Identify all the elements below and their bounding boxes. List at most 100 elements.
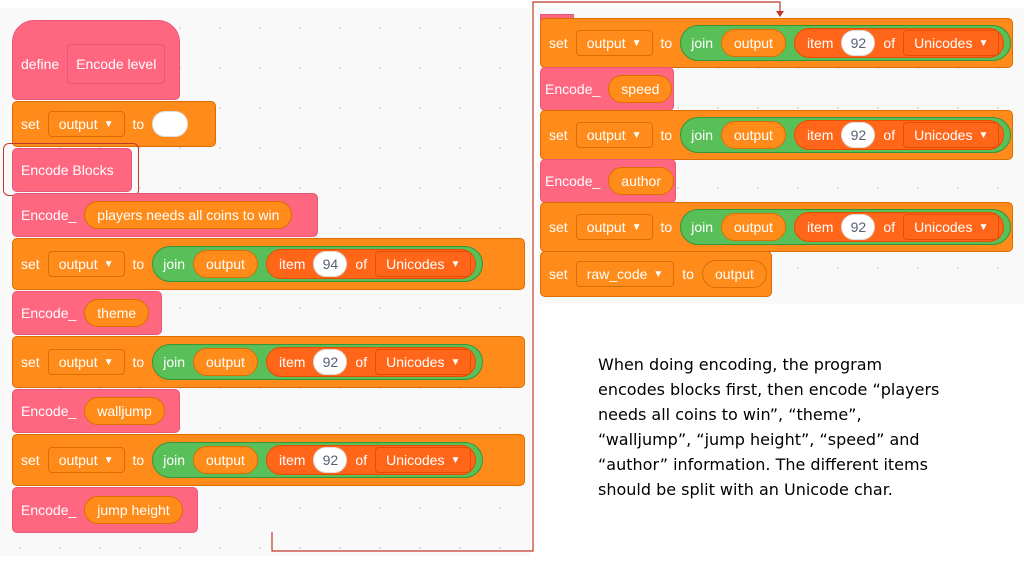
- variable-name: output: [586, 219, 626, 235]
- variable-name: output: [58, 354, 98, 370]
- output-reporter[interactable]: output: [721, 29, 786, 57]
- define-name: Encode level: [67, 44, 166, 84]
- right-encode-call-1[interactable]: Encode_ speed: [540, 67, 674, 111]
- variable-name: output: [586, 127, 626, 143]
- item-keyword: item: [806, 127, 834, 143]
- encode-arg-2[interactable]: theme: [84, 299, 150, 327]
- encode-arg-author[interactable]: author: [608, 167, 674, 195]
- to-keyword: to: [660, 127, 673, 143]
- set-join-block-2[interactable]: set output▼ to join output item 92 of Un…: [12, 336, 525, 388]
- to-keyword: to: [132, 116, 145, 132]
- of-keyword: of: [355, 452, 368, 468]
- item-index-input[interactable]: 92: [841, 30, 876, 56]
- variable-dropdown[interactable]: output▼: [575, 30, 653, 56]
- output-reporter[interactable]: output: [721, 121, 786, 149]
- encode-arg-1[interactable]: players needs all coins to win: [84, 201, 293, 229]
- encode-call-3[interactable]: Encode_ walljump: [12, 389, 180, 433]
- dropdown-caret-icon: ▼: [103, 454, 114, 466]
- encode-call-4[interactable]: Encode_ jump height: [12, 487, 198, 533]
- list-dropdown[interactable]: Unicodes▼: [375, 349, 472, 375]
- list-dropdown[interactable]: Unicodes▼: [375, 251, 472, 277]
- variable-dropdown[interactable]: output▼: [47, 111, 125, 137]
- join-operator[interactable]: join output item 92 of Unicodes▼: [680, 25, 1012, 61]
- right-set-join-block-1[interactable]: set output▼ to join output item 92 of Un…: [540, 18, 1013, 68]
- dropdown-caret-icon: ▼: [450, 454, 461, 466]
- dropdown-caret-icon: ▼: [103, 356, 114, 368]
- right-set-join-block-2[interactable]: set output ▼ to join output item 92 of Un…: [540, 110, 1013, 160]
- highlight-box-encode-blocks: [3, 143, 139, 196]
- set-raw-code-block[interactable]: set raw_code▼ to output: [540, 251, 772, 297]
- join-keyword: join: [691, 35, 714, 51]
- encode-keyword: Encode_: [21, 305, 77, 321]
- note-line: needs all coins to win”, “theme”,: [598, 405, 862, 424]
- variable-dropdown[interactable]: output ▼: [575, 214, 653, 240]
- set-join-block-3[interactable]: set output▼ to join output item 92 of Un…: [12, 434, 525, 486]
- join-operator[interactable]: join output item 92 of Unicodes▼: [680, 117, 1012, 153]
- join-operator[interactable]: join output item 92 of Unicodes▼: [152, 442, 484, 478]
- join-keyword: join: [691, 219, 714, 235]
- item-of-list[interactable]: item 92 of Unicodes▼: [793, 28, 1005, 58]
- dropdown-caret-icon: ▼: [978, 129, 989, 141]
- variable-dropdown[interactable]: output ▼: [575, 122, 653, 148]
- item-of-list[interactable]: item 94 of Unicodes▼: [265, 249, 477, 279]
- dropdown-caret-icon: ▼: [450, 356, 461, 368]
- dropdown-caret-icon: ▼: [653, 268, 664, 280]
- item-index-input[interactable]: 92: [313, 447, 348, 473]
- right-encode-call-2[interactable]: Encode_ author: [540, 159, 676, 203]
- item-keyword: item: [278, 452, 306, 468]
- output-reporter[interactable]: output: [193, 250, 258, 278]
- item-of-list[interactable]: item 92 of Unicodes▼: [265, 445, 477, 475]
- output-reporter[interactable]: output: [701, 260, 767, 288]
- item-index-input[interactable]: 92: [841, 214, 876, 240]
- dropdown-caret-icon: ▼: [631, 37, 642, 49]
- join-operator[interactable]: join output item 92 of Unicodes▼: [680, 209, 1012, 245]
- list-dropdown[interactable]: Unicodes▼: [903, 214, 1000, 240]
- item-of-list[interactable]: item 92 of Unicodes▼: [793, 120, 1005, 150]
- encode-arg-4[interactable]: jump height: [84, 496, 183, 524]
- item-index-input[interactable]: 94: [313, 251, 348, 277]
- encode-call-1[interactable]: Encode_ players needs all coins to win: [12, 193, 318, 237]
- item-of-list[interactable]: item 92 of Unicodes▼: [793, 212, 1005, 242]
- dropdown-caret-icon: ▼: [978, 221, 989, 233]
- explanation-text: When doing encoding, the program encodes…: [598, 352, 978, 502]
- encode-blocks-call[interactable]: Encode Blocks: [12, 148, 132, 192]
- dropdown-caret-icon: ▼: [103, 118, 114, 130]
- note-line: encodes blocks first, then encode “playe…: [598, 380, 940, 399]
- dropdown-caret-icon: ▼: [978, 37, 989, 49]
- item-of-list[interactable]: item 92 of Unicodes▼: [265, 347, 477, 377]
- join-operator[interactable]: join output item 92 of Unicodes▼: [152, 344, 484, 380]
- variable-dropdown[interactable]: raw_code▼: [575, 261, 675, 287]
- to-keyword: to: [682, 266, 694, 282]
- list-name: Unicodes: [914, 35, 973, 51]
- of-keyword: of: [355, 354, 368, 370]
- right-set-join-block-3[interactable]: set output▼ to join output item 92 of Un…: [540, 202, 1013, 252]
- item-index-input[interactable]: 92: [841, 122, 876, 148]
- set-join-block-1[interactable]: set output▼ to join output item 94 of Un…: [12, 238, 525, 290]
- encode-arg-3[interactable]: walljump: [84, 397, 165, 425]
- set-keyword: set: [21, 116, 40, 132]
- dropdown-caret-icon: ▼: [450, 258, 461, 270]
- list-dropdown[interactable]: Unicodes▼: [375, 447, 472, 473]
- variable-dropdown[interactable]: output▼: [47, 447, 125, 473]
- join-operator[interactable]: join output item 94 of Unicodes▼: [152, 246, 484, 282]
- define-block[interactable]: define Encode level: [12, 20, 180, 100]
- empty-value-input[interactable]: [152, 111, 189, 137]
- encode-call-2[interactable]: Encode_ theme: [12, 291, 162, 335]
- item-index-input[interactable]: 92: [313, 349, 348, 375]
- set-keyword: set: [21, 354, 40, 370]
- list-dropdown[interactable]: Unicodes▼: [903, 122, 1000, 148]
- dropdown-caret-icon: ▼: [631, 129, 642, 141]
- variable-dropdown[interactable]: output▼: [47, 251, 125, 277]
- output-reporter[interactable]: output: [721, 213, 786, 241]
- variable-dropdown[interactable]: output ▼: [47, 349, 125, 375]
- set-keyword: set: [549, 127, 568, 143]
- list-dropdown[interactable]: Unicodes ▼: [903, 30, 1000, 56]
- set-keyword: set: [21, 256, 40, 272]
- output-reporter[interactable]: output: [193, 348, 258, 376]
- note-line: “author” information. The different item…: [598, 455, 928, 474]
- dropdown-caret-icon: ▼: [631, 221, 642, 233]
- note-line: should be split with an Unicode char.: [598, 480, 893, 499]
- set-block-1[interactable]: set output▼ to: [12, 101, 216, 147]
- output-reporter[interactable]: output: [193, 446, 258, 474]
- encode-arg-speed[interactable]: speed: [608, 75, 673, 103]
